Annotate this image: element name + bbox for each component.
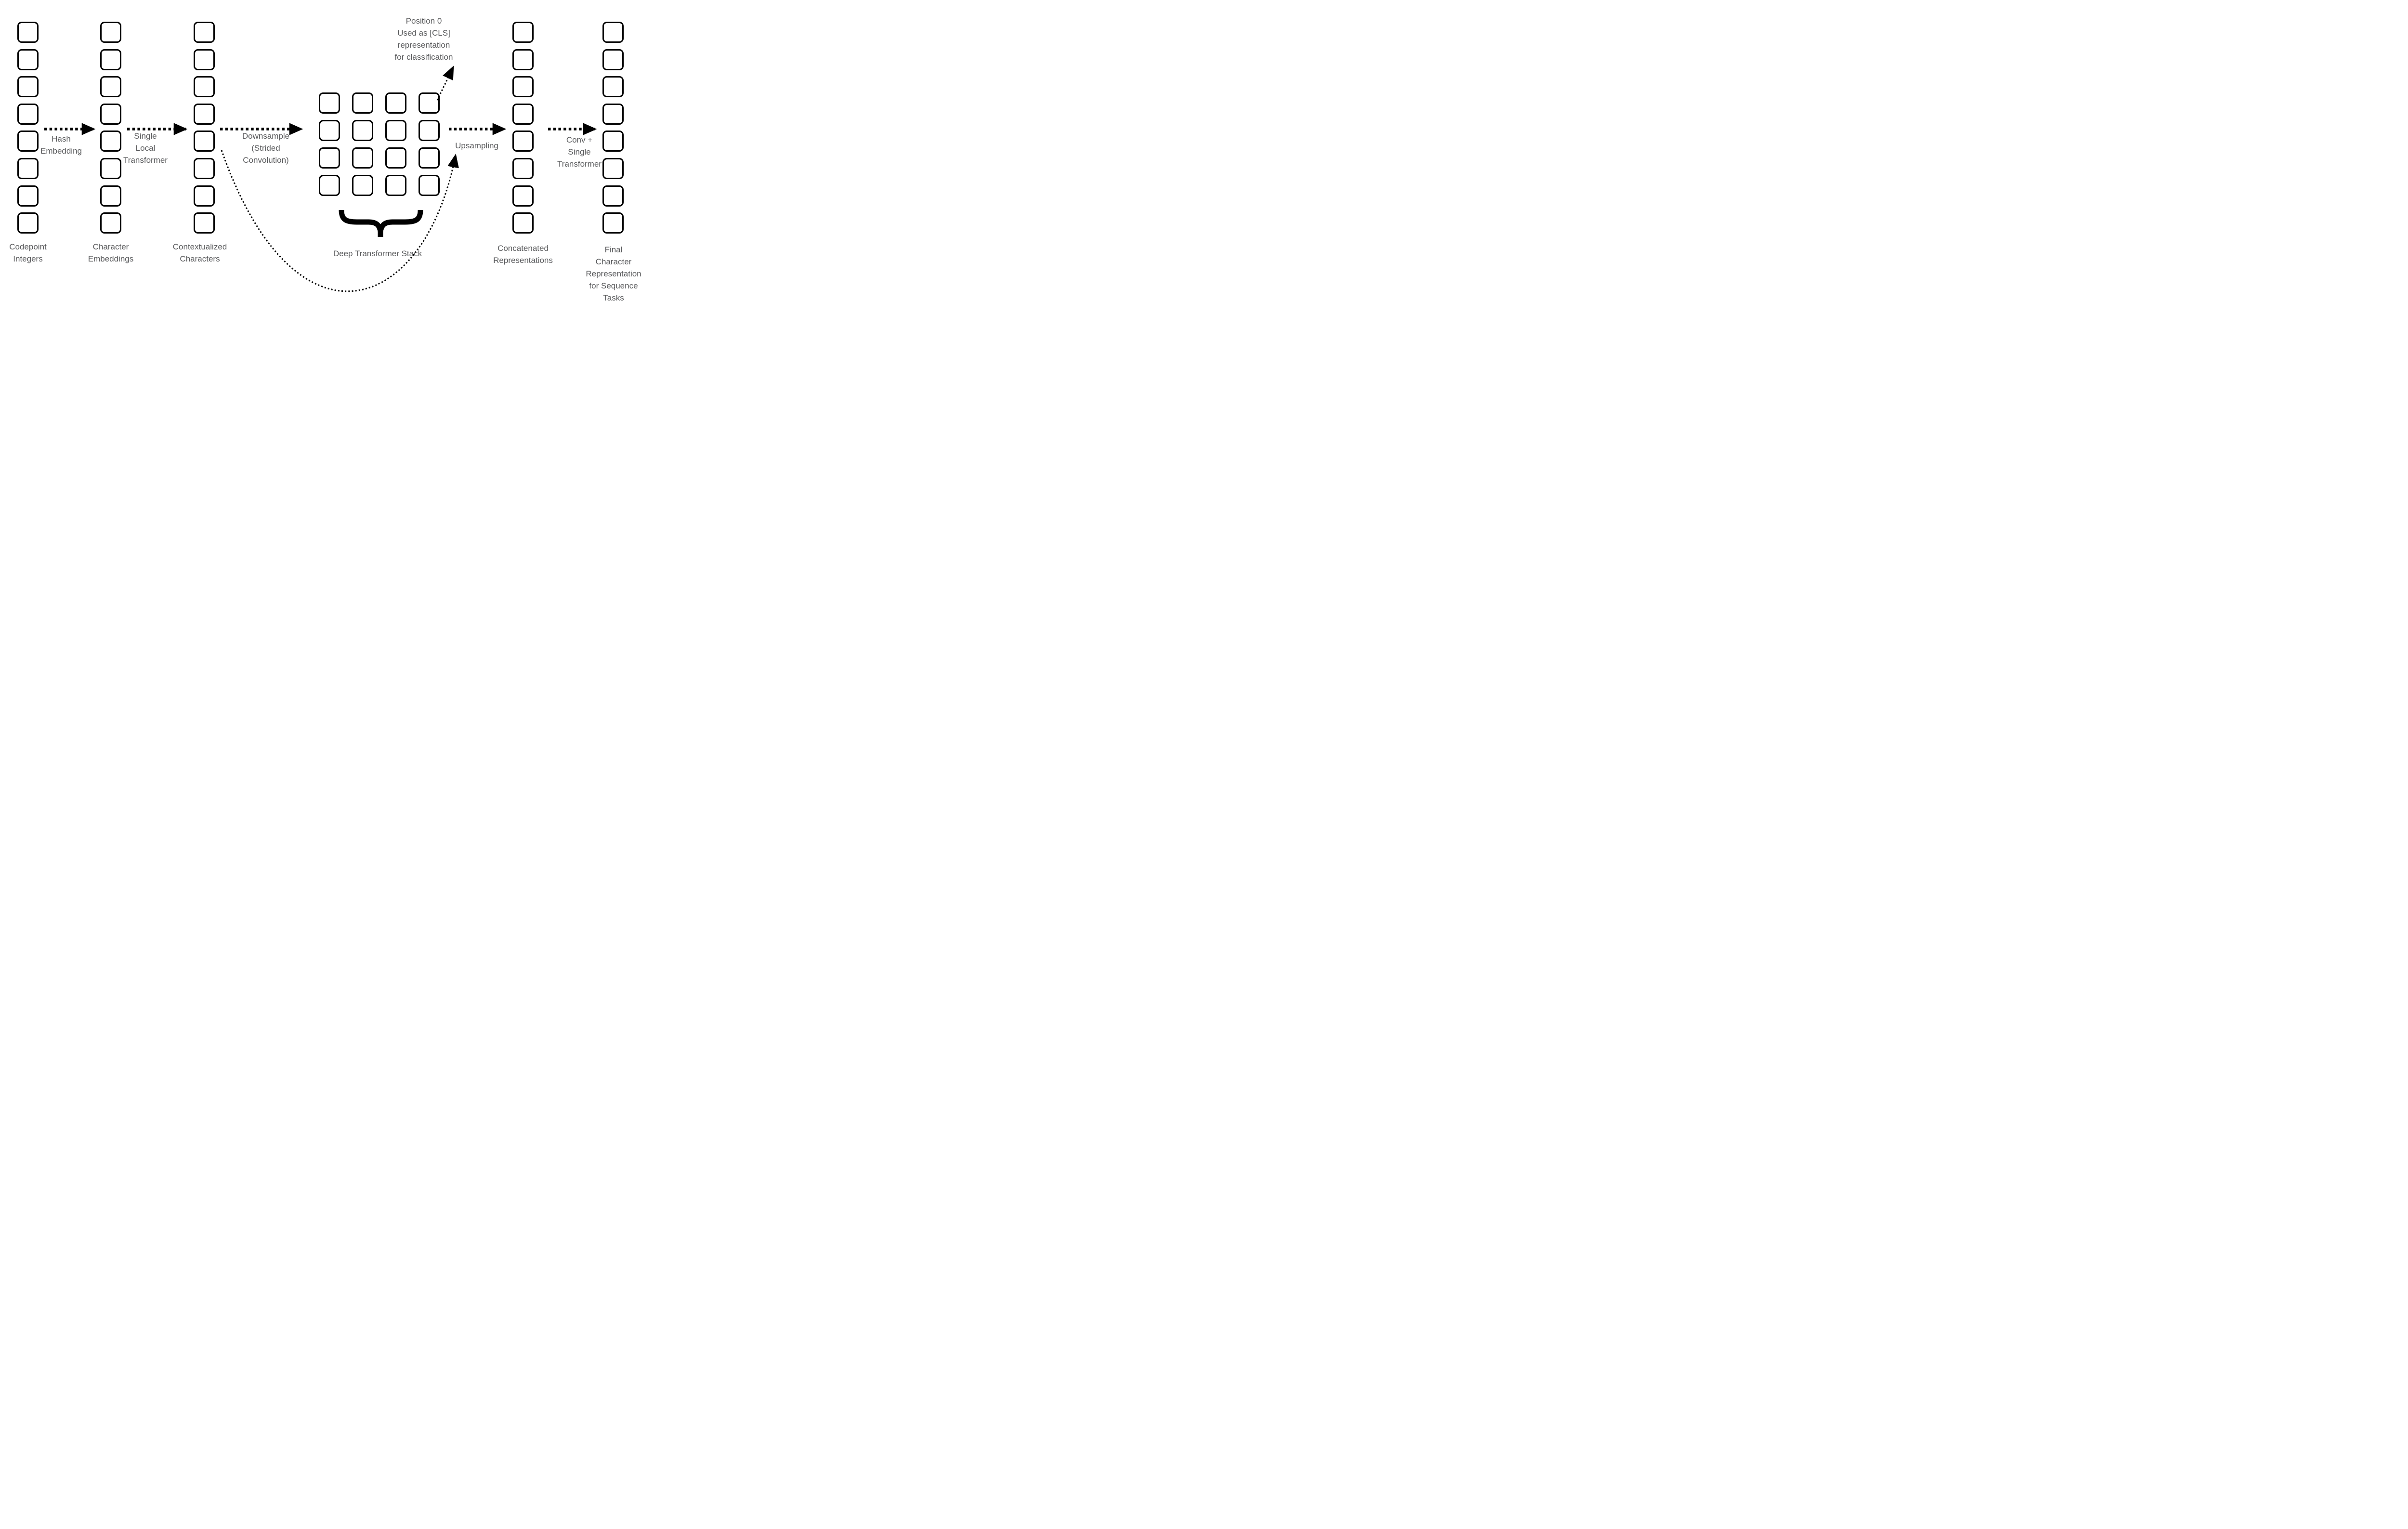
deep-stack-square <box>319 92 340 114</box>
embedding-square <box>512 157 534 179</box>
label-concatenated-representations: Concatenated Representations <box>493 244 553 265</box>
embedding-square <box>194 76 215 98</box>
embedding-square <box>100 103 121 125</box>
embedding-square <box>194 157 215 179</box>
label-single-local-transformer: Single Local Transformer <box>123 131 168 165</box>
deep-stack-square <box>319 175 340 196</box>
deep-stack-square <box>319 120 340 141</box>
column-final-representation <box>602 22 624 234</box>
deep-stack-square <box>419 92 440 114</box>
deep-stack-square <box>352 147 373 169</box>
residual-upsampling-arrow <box>221 150 459 292</box>
embedding-square <box>100 212 121 234</box>
column-codepoint-integers <box>17 22 39 234</box>
embedding-square <box>100 131 121 152</box>
label-cls-note: Position 0 Used as [CLS] representation … <box>394 16 453 62</box>
stack-brace <box>339 209 423 237</box>
deep-stack-square <box>385 92 406 114</box>
deep-stack-square <box>385 175 406 196</box>
embedding-square <box>100 157 121 179</box>
column-character-embeddings <box>100 22 121 234</box>
embedding-square <box>602 131 624 152</box>
deep-stack-square <box>419 120 440 141</box>
embedding-square <box>194 22 215 43</box>
column-contextualized-characters <box>194 22 215 234</box>
deep-stack-square <box>419 175 440 196</box>
embedding-square <box>602 76 624 98</box>
label-downsample: Downsample (Strided Convolution) <box>242 131 290 165</box>
embedding-square <box>512 76 534 98</box>
embedding-square <box>602 103 624 125</box>
embedding-square <box>100 185 121 207</box>
column-concatenated-representations <box>512 22 534 234</box>
embedding-square <box>512 185 534 207</box>
embedding-square <box>602 157 624 179</box>
deep-transformer-grid <box>319 92 440 196</box>
label-codepoint-integers: Codepoint Integers <box>9 242 47 263</box>
deep-stack-square <box>319 147 340 169</box>
label-conv-single-transformer: Conv + Single Transformer <box>557 135 602 169</box>
label-final-representation: Final Character Representation for Seque… <box>586 245 641 302</box>
deep-stack-square <box>385 120 406 141</box>
deep-stack-square <box>352 120 373 141</box>
embedding-square <box>512 49 534 70</box>
architecture-diagram: Position 0 Used as [CLS] representation … <box>0 0 663 306</box>
embedding-square <box>194 185 215 207</box>
embedding-square <box>602 22 624 43</box>
embedding-square <box>17 157 39 179</box>
embedding-square <box>17 22 39 43</box>
embedding-square <box>17 49 39 70</box>
embedding-square <box>602 49 624 70</box>
embedding-square <box>194 49 215 70</box>
embedding-square <box>194 131 215 152</box>
label-upsampling: Upsampling <box>455 141 498 150</box>
arrows-layer <box>44 65 597 292</box>
embedding-square <box>512 131 534 152</box>
embedding-square <box>194 103 215 125</box>
embedding-square <box>512 22 534 43</box>
deep-stack-square <box>385 147 406 169</box>
deep-stack-square <box>352 92 373 114</box>
embedding-square <box>17 131 39 152</box>
brace-left-arm <box>339 209 383 237</box>
embedding-square <box>17 185 39 207</box>
cls-position-arrow <box>436 65 454 101</box>
embedding-square <box>100 22 121 43</box>
embedding-square <box>512 103 534 125</box>
embedding-square <box>100 76 121 98</box>
embedding-square <box>194 212 215 234</box>
embedding-square <box>17 103 39 125</box>
label-hash-embedding: Hash Embedding <box>40 134 82 156</box>
embedding-square <box>512 212 534 234</box>
label-contextualized-characters: Contextualized Characters <box>172 242 227 263</box>
embedding-square <box>17 212 39 234</box>
label-deep-transformer-stack: Deep Transformer Stack <box>333 249 422 258</box>
embedding-square <box>602 212 624 234</box>
deep-stack-square <box>419 147 440 169</box>
embedding-square <box>100 49 121 70</box>
label-character-embeddings: Character Embeddings <box>88 242 134 263</box>
brace-right-arm <box>378 209 423 233</box>
embedding-square <box>602 185 624 207</box>
embedding-square <box>17 76 39 98</box>
deep-stack-square <box>352 175 373 196</box>
